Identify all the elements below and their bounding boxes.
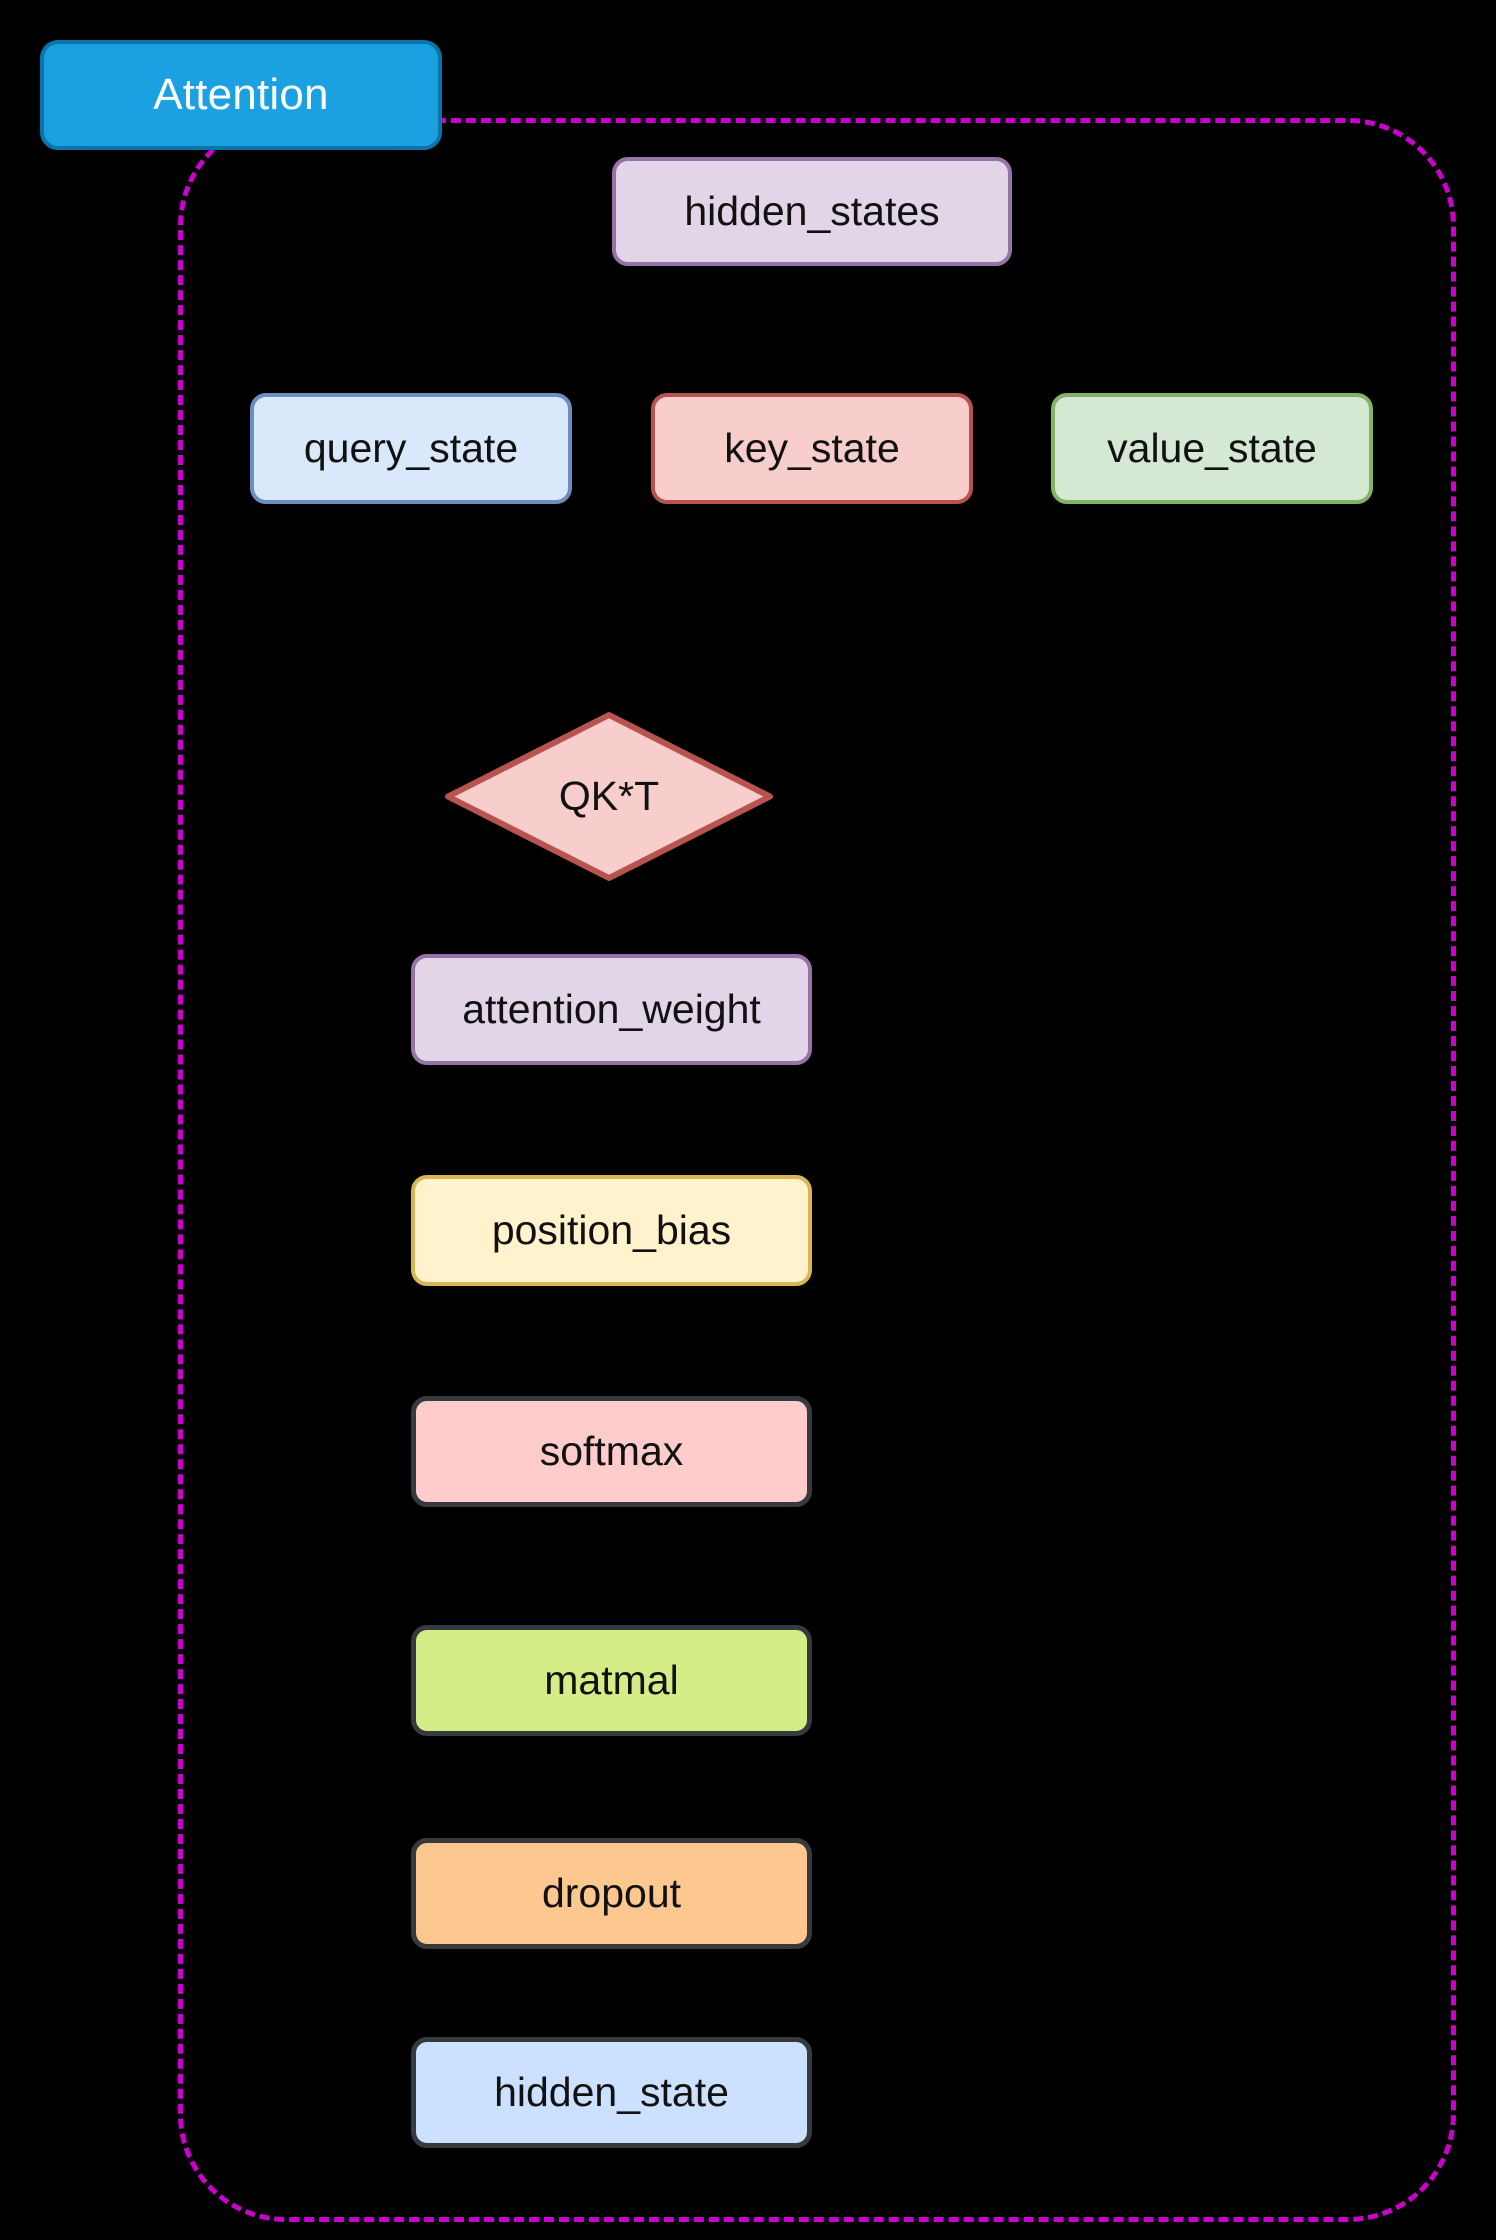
node-matmal[interactable]: matmal [411, 1625, 812, 1736]
node-value-state-label: value_state [1107, 425, 1317, 471]
node-hidden-states[interactable]: hidden_states [612, 157, 1012, 266]
node-hidden-states-label: hidden_states [684, 188, 940, 234]
node-dropout[interactable]: dropout [411, 1838, 812, 1949]
node-qkt[interactable]: QK*T [444, 711, 774, 882]
diamond-shape [445, 712, 773, 881]
node-matmal-label: matmal [544, 1657, 679, 1703]
node-dropout-label: dropout [541, 1870, 682, 1916]
node-attention-weight-label: attention_weight [462, 986, 761, 1032]
node-query-state-label: query_state [303, 425, 519, 471]
node-value-state[interactable]: value_state [1051, 393, 1373, 504]
node-softmax[interactable]: softmax [411, 1396, 812, 1507]
node-softmax-label: softmax [539, 1428, 684, 1474]
group-title-tab-attention[interactable]: Attention [40, 40, 442, 150]
node-position-bias-label: position_bias [491, 1207, 732, 1253]
node-attention-weight[interactable]: attention_weight [411, 954, 812, 1065]
node-position-bias[interactable]: position_bias [411, 1175, 812, 1286]
node-key-state[interactable]: key_state [651, 393, 973, 504]
attention-group-container [178, 118, 1456, 2222]
group-title-label: Attention [153, 70, 329, 119]
node-hidden-state-label: hidden_state [494, 2069, 729, 2115]
node-query-state[interactable]: query_state [250, 393, 572, 504]
node-key-state-label: key_state [724, 425, 900, 471]
node-hidden-state[interactable]: hidden_state [411, 2037, 812, 2148]
